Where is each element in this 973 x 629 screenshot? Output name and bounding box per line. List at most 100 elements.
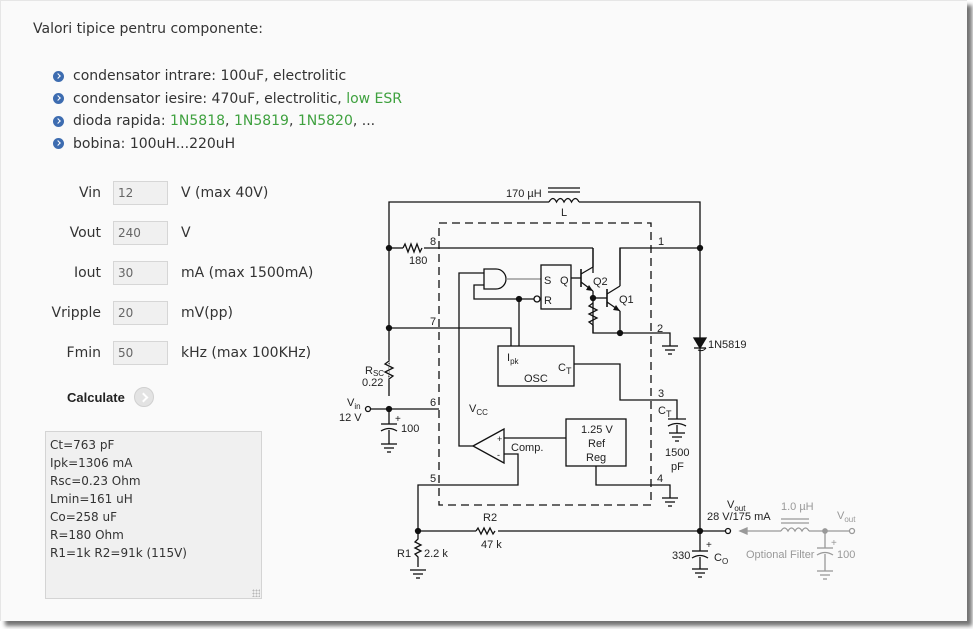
filter-inductor-label: 1.0 µH bbox=[781, 501, 814, 513]
pin-3-label: 3 bbox=[658, 388, 664, 400]
circuit-schematic: 170 µH L 180 8 1 S Q R Q2 bbox=[339, 187, 856, 580]
ct-sub-label: T bbox=[566, 366, 572, 376]
ff-q-label: Q bbox=[560, 275, 569, 287]
tip-link[interactable]: low ESR bbox=[346, 90, 403, 107]
cin-value-label: 100 bbox=[401, 423, 419, 435]
arrow-right-icon[interactable] bbox=[133, 387, 154, 407]
svg-text:Vout: Vout bbox=[727, 499, 746, 513]
filter-plus-label: + bbox=[831, 538, 837, 549]
tip-link[interactable]: 1N5820 bbox=[297, 113, 353, 130]
form-row-iout: IoutmA (max 1500mA) bbox=[41, 259, 313, 287]
calculate-button[interactable]: Calculate bbox=[67, 387, 154, 407]
ground-icon bbox=[662, 497, 678, 507]
tip-link[interactable]: 1N5818 bbox=[170, 113, 226, 130]
resistor-icon bbox=[475, 526, 496, 536]
and-gate-icon bbox=[483, 268, 507, 290]
resistor-icon bbox=[587, 302, 599, 326]
iout-input[interactable] bbox=[113, 261, 168, 285]
co-label: C bbox=[714, 552, 722, 564]
field-label: Iout bbox=[73, 265, 101, 281]
tip-item: bobina: 100uH...220uH bbox=[53, 133, 402, 156]
vcc-sub-label: CC bbox=[476, 408, 488, 417]
plus-label: + bbox=[395, 414, 401, 425]
svg-text:Vin: Vin bbox=[347, 397, 361, 411]
vout-value-label: 28 V/175 mA bbox=[707, 511, 771, 523]
oscillator-box bbox=[497, 345, 575, 387]
vout2-sub-label: out bbox=[844, 515, 856, 524]
tip-item: condensator intrare: 100uF, electrolitic bbox=[53, 65, 402, 88]
resistor-icon bbox=[413, 531, 423, 567]
inductor-icon bbox=[548, 187, 580, 204]
resize-grip-icon[interactable] bbox=[252, 589, 260, 597]
field-label: Vripple bbox=[51, 305, 102, 321]
capacitor-icon bbox=[380, 409, 398, 453]
inductor-value-label: 170 µH bbox=[506, 188, 542, 200]
rsc-sub-label: SC bbox=[373, 369, 384, 378]
diode-icon bbox=[692, 337, 708, 350]
bullet-chevron-icon bbox=[53, 70, 64, 82]
fmin-input[interactable] bbox=[113, 341, 168, 365]
form-row-vout: VoutV bbox=[41, 219, 191, 247]
pin-1-label: 1 bbox=[658, 236, 664, 248]
component-tips-list: condensator intrare: 100uF, electrolitic… bbox=[53, 65, 402, 155]
svg-text:CO: CO bbox=[714, 552, 728, 566]
rsc-value-label: 0.22 bbox=[362, 377, 383, 389]
diode-label: 1N5819 bbox=[708, 339, 747, 351]
form-row-vin: VinV (max 40V) bbox=[41, 179, 268, 207]
pin-6-label: 6 bbox=[430, 397, 436, 409]
tip-item: dioda rapida: 1N5818, 1N5819, 1N5820, ..… bbox=[53, 110, 402, 133]
ic-outline bbox=[438, 222, 652, 506]
field-unit: V (max 40V) bbox=[181, 185, 269, 201]
field-label: Fmin bbox=[66, 345, 101, 361]
vin-label: V bbox=[347, 397, 355, 409]
svg-text:Vout: Vout bbox=[837, 510, 856, 524]
tip-link[interactable]: 1N5819 bbox=[233, 113, 289, 130]
vin-input[interactable] bbox=[113, 181, 168, 205]
co-plus-label: + bbox=[706, 540, 712, 551]
comp-minus-label: - bbox=[497, 450, 500, 460]
r1-label: R1 bbox=[397, 548, 411, 560]
ground-icon bbox=[662, 345, 678, 355]
pin-5-label: 5 bbox=[430, 473, 436, 485]
ff-s-label: S bbox=[544, 275, 551, 287]
capacitor-icon bbox=[691, 531, 709, 578]
svg-text:Ipk: Ipk bbox=[507, 352, 520, 366]
vout-label: V bbox=[727, 499, 735, 511]
field-unit: kHz (max 100KHz) bbox=[181, 345, 312, 361]
calculate-label[interactable]: Calculate bbox=[67, 389, 125, 405]
vripple-input[interactable] bbox=[113, 301, 168, 325]
tip-text: , bbox=[225, 113, 234, 130]
pin-8-label: 8 bbox=[430, 236, 436, 248]
ct-unit-label: pF bbox=[671, 461, 684, 473]
r2-value-label: 47 k bbox=[481, 539, 502, 551]
filter-label: Optional Filter bbox=[746, 549, 815, 561]
ipk-label: I bbox=[507, 352, 510, 364]
field-unit: V bbox=[181, 225, 191, 241]
vout-input[interactable] bbox=[113, 221, 168, 245]
optional-filter bbox=[738, 518, 856, 580]
vout-sub-label: out bbox=[734, 504, 746, 513]
comparator-icon bbox=[471, 427, 505, 465]
ct-label: C bbox=[558, 362, 566, 374]
tip-text: bobina: 100uH...220uH bbox=[73, 135, 236, 152]
ff-r-label: R bbox=[544, 295, 552, 307]
vcc-label: V bbox=[469, 403, 477, 415]
result-textarea[interactable] bbox=[45, 431, 262, 599]
bullet-chevron-icon bbox=[53, 115, 64, 127]
ref-label: Ref bbox=[588, 438, 606, 450]
q2-label: Q2 bbox=[593, 276, 608, 288]
svg-text:RSC: RSC bbox=[365, 365, 384, 378]
ref-voltage-label: 1.25 V bbox=[581, 424, 613, 436]
form-row-fmin: Fmin kHz (max 100KHz) bbox=[41, 339, 311, 367]
comp-label: Comp. bbox=[511, 442, 543, 454]
flip-flop-box bbox=[540, 264, 572, 310]
tip-text: dioda rapida: bbox=[73, 113, 171, 130]
co-value-label: 330 bbox=[672, 550, 690, 562]
field-unit: mV(pp) bbox=[181, 305, 233, 321]
reg-label: Reg bbox=[586, 452, 606, 464]
filter-cap-label: 100 bbox=[837, 549, 855, 561]
inductor-name-label: L bbox=[561, 207, 567, 219]
pin-4-label: 4 bbox=[657, 473, 663, 485]
bullet-chevron-icon bbox=[53, 93, 64, 105]
svg-text:CT: CT bbox=[658, 405, 672, 419]
